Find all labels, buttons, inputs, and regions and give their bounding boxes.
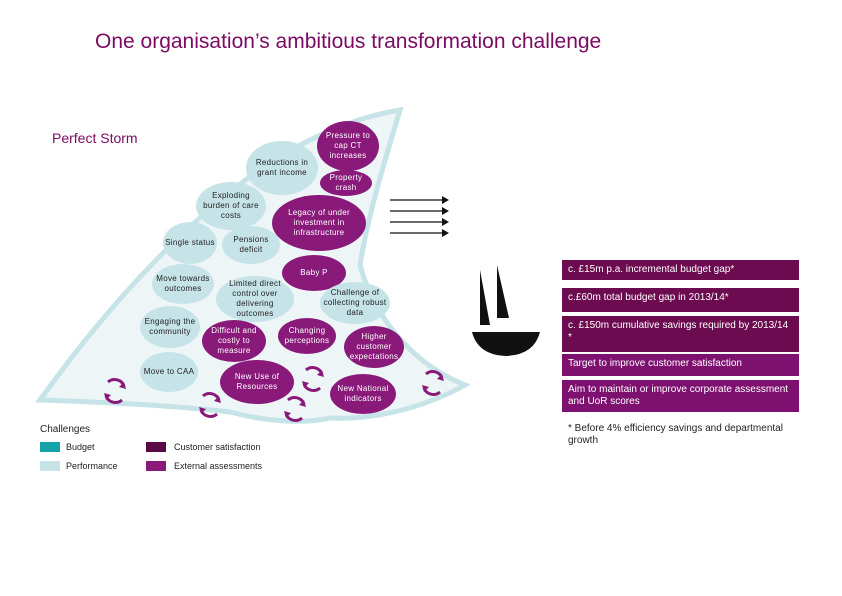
bubble-exploding: Exploding burden of care costs: [196, 182, 266, 230]
boat-icon: [472, 265, 540, 356]
bubble-new-national: New National indicators: [330, 374, 396, 414]
bubble-move-caa: Move to CAA: [140, 352, 198, 392]
legend-heading: Challenges: [40, 424, 91, 435]
bubble-single-status: Single status: [163, 222, 217, 264]
total-budget-gap-box: c.£60m total budget gap in 2013/14*: [562, 288, 799, 312]
legend-swatch-budget: [40, 442, 60, 452]
bubble-changing: Changing perceptions: [278, 318, 336, 354]
cycle-icon: [302, 365, 324, 393]
cycle-icon: [422, 369, 444, 397]
customer-satisfaction-box: Target to improve customer satisfaction: [562, 354, 799, 376]
legend-label-performance: Performance: [66, 461, 118, 471]
bubble-pensions: Pensions deficit: [222, 226, 280, 264]
corporate-assessment-box: Aim to maintain or improve corporate ass…: [562, 380, 799, 412]
bubble-pressure-ct: Pressure to cap CT increases: [317, 121, 379, 171]
bubble-reductions: Reductions in grant income: [246, 141, 318, 195]
legend-label-budget: Budget: [66, 442, 95, 452]
bubble-higher: Higher customer expectations: [344, 326, 404, 368]
cumulative-savings-box: c. £150m cumulative savings required by …: [562, 316, 799, 352]
page-title: One organisation’s ambitious transformat…: [95, 30, 602, 53]
footnote: * Before 4% efficiency savings and depar…: [568, 423, 783, 446]
bubble-legacy: Legacy of under investment in infrastruc…: [272, 195, 366, 251]
legend-label-external-assessments: External assessments: [174, 461, 263, 471]
legend-label-customer-satisfaction: Customer satisfaction: [174, 442, 261, 452]
cycle-icon: [104, 377, 126, 405]
perfect-storm-label: Perfect Storm: [52, 130, 138, 146]
bubble-challenge-data: Challenge of collecting robust data: [320, 282, 390, 324]
bubble-difficult: Difficult and costly to measure: [202, 320, 266, 362]
legend-swatch-external-assessments: [146, 461, 166, 471]
bubble-move-outcomes: Move towards outcomes: [152, 264, 214, 304]
budget-gap-box: c. £15m p.a. incremental budget gap*: [562, 260, 799, 280]
cycle-icon: [199, 391, 221, 419]
legend-swatch-customer-satisfaction: [146, 442, 166, 452]
bubble-property-crash: Property crash: [320, 170, 372, 196]
arrows-graphic: [390, 196, 449, 237]
cycle-icon: [284, 395, 306, 423]
bubble-engaging: Engaging the community: [140, 306, 200, 348]
legend-swatch-performance: [40, 461, 60, 471]
bubble-limited-control: Limited direct control over delivering o…: [216, 276, 294, 322]
bubble-new-use: New Use of Resources: [220, 360, 294, 404]
